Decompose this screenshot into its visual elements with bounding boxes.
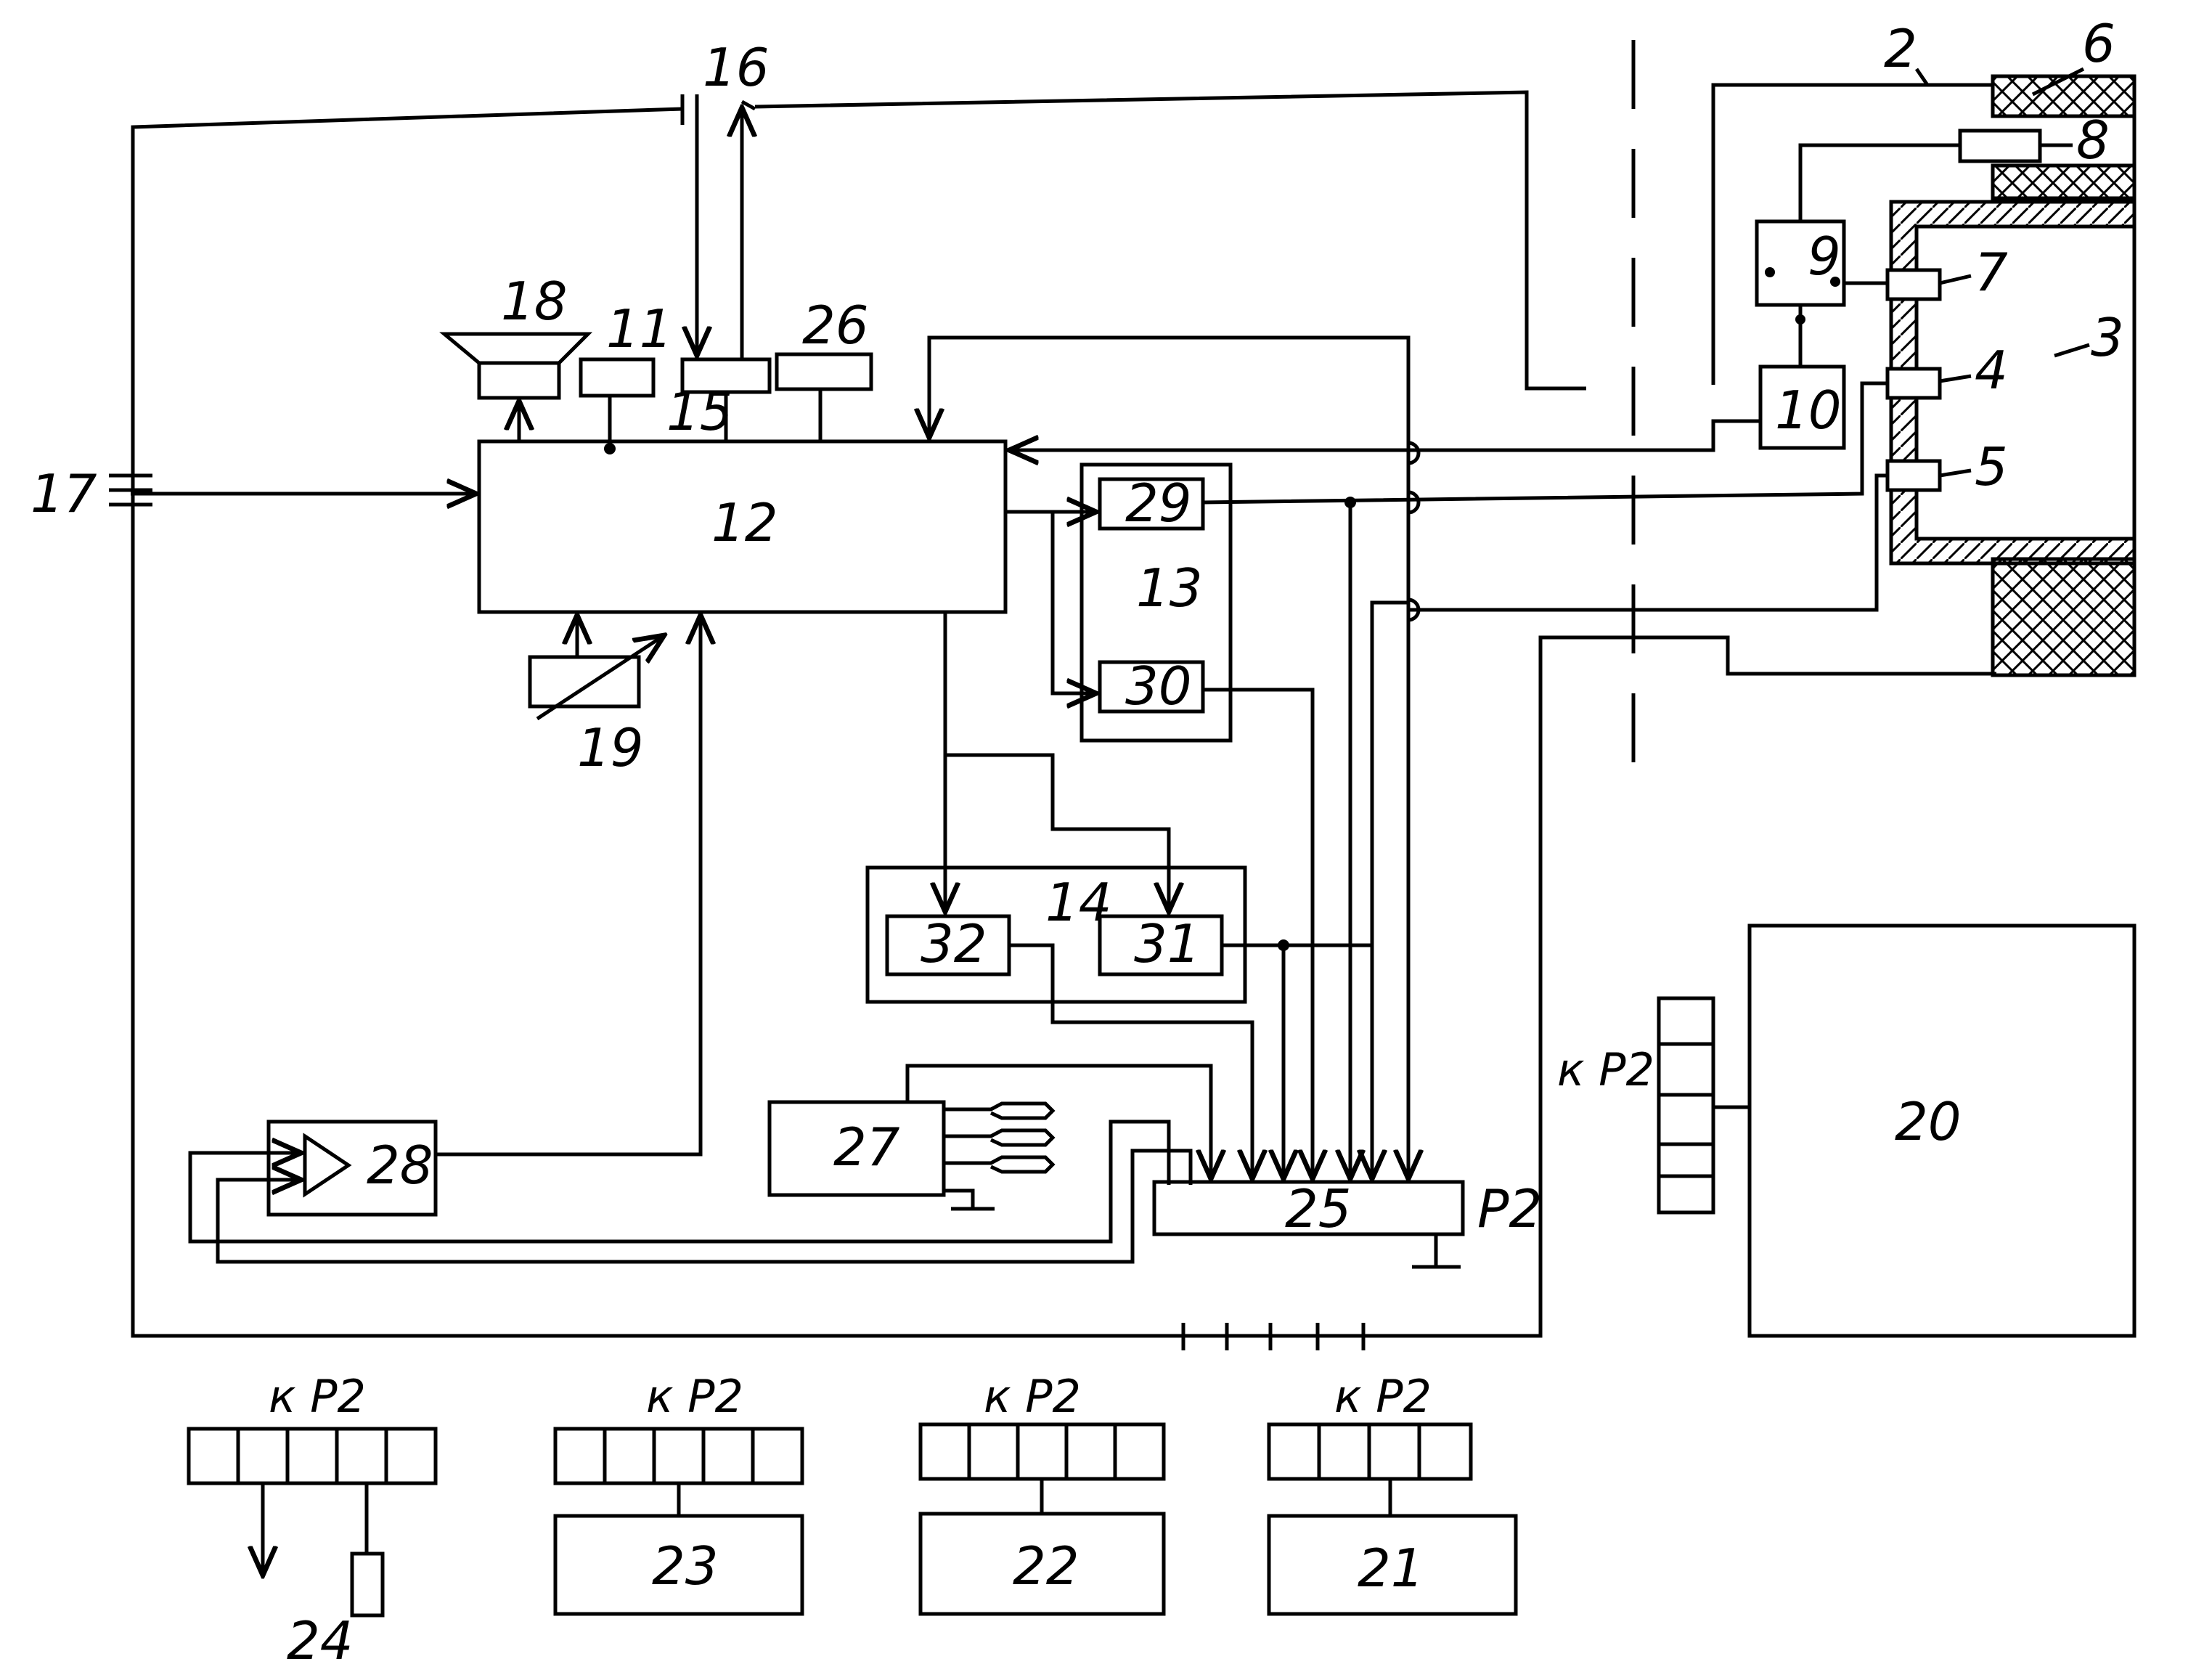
junction-11 (604, 443, 616, 454)
label-6: 6 (2082, 13, 2115, 74)
label-15: 15 (666, 381, 733, 442)
label-24: 24 (287, 1610, 354, 1671)
label-kp2-23: к Р2 (646, 1370, 743, 1423)
ground-27 (944, 1191, 995, 1209)
label-26: 26 (802, 295, 869, 356)
label-11: 11 (606, 298, 673, 359)
leader-5 (1940, 470, 1971, 476)
label-7: 7 (1975, 242, 2008, 303)
label-27: 27 (833, 1117, 900, 1178)
label-18: 18 (501, 271, 568, 332)
label-4: 4 (1975, 340, 2008, 401)
label-20: 20 (1895, 1091, 1962, 1152)
label-29: 29 (1125, 473, 1192, 534)
block-27-connectors (944, 1104, 1053, 1172)
label-2: 2 (1884, 18, 1917, 79)
sensor-8 (1960, 131, 2040, 161)
label-3: 3 (2091, 307, 2124, 368)
label-5: 5 (1975, 436, 2008, 497)
label-21: 21 (1358, 1538, 1424, 1599)
sensor-7 (1887, 270, 1940, 299)
connector-kp2-24 (189, 1429, 436, 1483)
label-kp2-24: к Р2 (269, 1370, 366, 1423)
junction-31 (1278, 939, 1289, 951)
label-8: 8 (2076, 110, 2110, 171)
label-25: 25 (1285, 1178, 1352, 1239)
block-9-right-dot (1830, 277, 1840, 287)
label-10: 10 (1775, 380, 1842, 441)
leader-4 (1940, 376, 1971, 381)
label-22: 22 (1013, 1536, 1080, 1596)
insulation-6-mid (1993, 166, 2134, 198)
label-30: 30 (1125, 656, 1192, 717)
arrow-10-to-12 (1009, 421, 1760, 450)
label-28: 28 (367, 1135, 433, 1196)
connector-kp2-23 (555, 1429, 802, 1483)
leader-2 (1917, 69, 1927, 85)
speaker-18-body (479, 363, 559, 398)
label-17: 17 (30, 463, 97, 524)
label-19: 19 (577, 717, 644, 778)
sensor-4 (1887, 369, 1940, 398)
block-26 (777, 354, 871, 389)
leader-3 (2054, 345, 2089, 356)
label-kp2-22: к Р2 (984, 1370, 1081, 1423)
insulation-6-bottom (1993, 559, 2134, 675)
label-16: 16 (703, 37, 770, 98)
label-31: 31 (1134, 913, 1201, 974)
sensor-5 (1887, 461, 1940, 490)
connector-kp2-21 (1269, 1424, 1471, 1479)
terminal-16-squiggle (742, 102, 755, 109)
label-p2-25: Р2 (1477, 1178, 1542, 1239)
label-kp2-20: к Р2 (1557, 1043, 1654, 1096)
block-11 (581, 359, 653, 396)
speaker-18-cone (444, 334, 588, 363)
label-12: 12 (711, 492, 778, 553)
wire-31-to-sensor (1222, 603, 1408, 945)
element-24 (352, 1554, 383, 1615)
label-kp2-21: к Р2 (1334, 1370, 1432, 1423)
input-17-terminal (109, 476, 152, 505)
label-32: 32 (921, 913, 987, 974)
label-23: 23 (652, 1536, 719, 1596)
insulation-6-top (1993, 76, 2134, 116)
outer-frame-top-right (755, 92, 1586, 388)
connector-kp2-20 (1659, 998, 1713, 1212)
object-2-bottom-outline (1540, 637, 1996, 674)
block-9-left-dot (1765, 267, 1775, 277)
ground-25 (1412, 1234, 1461, 1267)
label-13: 13 (1136, 558, 1203, 619)
leader-7 (1940, 276, 1971, 283)
connector-kp2-22 (921, 1424, 1164, 1479)
